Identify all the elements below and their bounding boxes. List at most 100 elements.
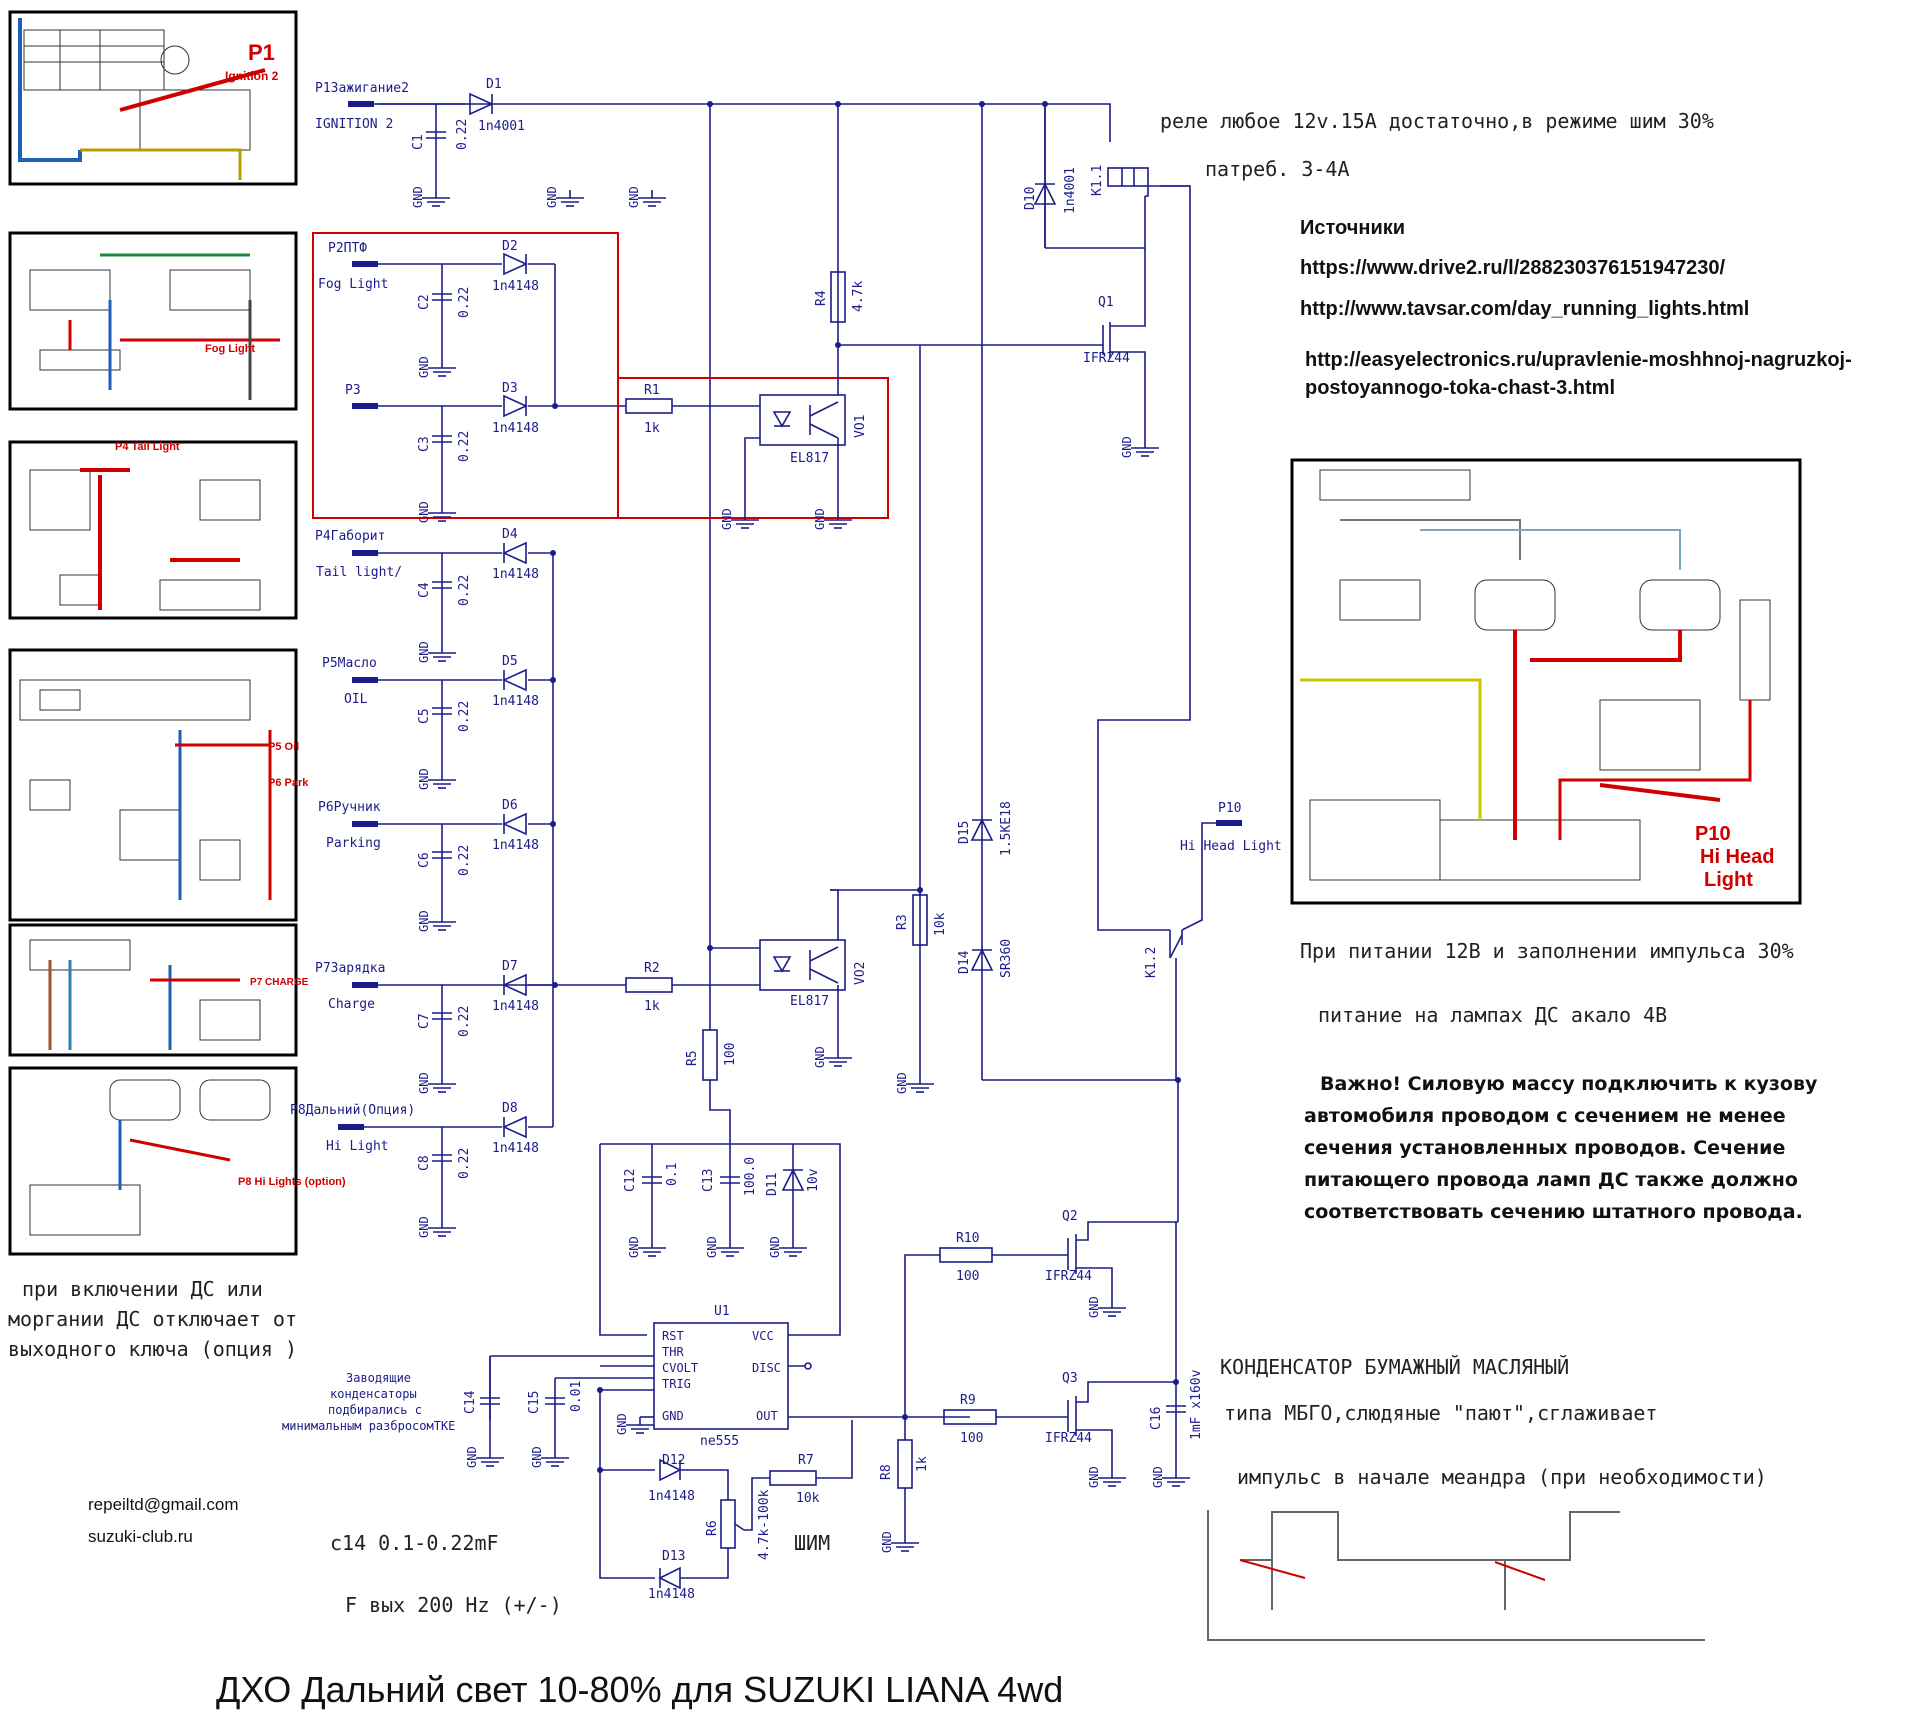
svg-text:U1: U1 bbox=[714, 1304, 730, 1319]
source-link-1[interactable]: https://www.drive2.ru/l/2882303761519472… bbox=[1300, 257, 1726, 279]
thumb-label: P7 CHARGE bbox=[250, 977, 309, 988]
svg-text:подбирались с: подбирались с bbox=[328, 1403, 422, 1417]
svg-text:D5: D5 bbox=[502, 654, 518, 669]
svg-text:EL817: EL817 bbox=[790, 994, 829, 1009]
relay-note-1: реле любое 12v.15A достаточно,в режиме ш… bbox=[1160, 109, 1714, 133]
svg-text:THR: THR bbox=[662, 1345, 684, 1359]
fog-group-highlight bbox=[312, 232, 619, 519]
svg-text:1mF x160v: 1mF x160v bbox=[1189, 1369, 1204, 1440]
junction-dot bbox=[550, 821, 556, 827]
svg-text:0.22: 0.22 bbox=[457, 575, 472, 606]
svg-text:при включении ДС или: при включении ДС или bbox=[22, 1277, 263, 1301]
ground-label: GND bbox=[545, 186, 559, 208]
ground-symbol: GND bbox=[417, 1072, 456, 1094]
inset-label-light: Light bbox=[1704, 869, 1753, 891]
thumbnail-hi-lights: P8 Hi Lights (option) bbox=[8, 1066, 346, 1256]
svg-text:1n4148: 1n4148 bbox=[492, 421, 539, 436]
ground-label: GND bbox=[417, 768, 431, 790]
contact-site[interactable]: suzuki-club.ru bbox=[88, 1527, 193, 1546]
contact-email[interactable]: repeiltd@gmail.com bbox=[88, 1495, 238, 1514]
ground-label: GND bbox=[895, 1072, 909, 1094]
r5-resistor: R5 100 bbox=[685, 1029, 738, 1081]
ground-symbol: GND bbox=[615, 1413, 654, 1435]
ground-symbol: GND bbox=[1087, 1466, 1126, 1488]
c14-note: c14 0.1-0.22mF bbox=[330, 1531, 499, 1555]
svg-text:4.7k: 4.7k bbox=[851, 281, 866, 312]
source-link-3b[interactable]: postoyannogo-toka-chast-3.html bbox=[1305, 377, 1615, 399]
junction-dot bbox=[552, 982, 558, 988]
source-link-2[interactable]: http://www.tavsar.com/day_running_lights… bbox=[1300, 298, 1749, 320]
ground-symbol: GND bbox=[417, 356, 456, 378]
inset-label-p10: P10 bbox=[1695, 823, 1731, 845]
p10-hi-head-light: P10 Hi Head Light bbox=[1180, 801, 1282, 931]
svg-text:R8: R8 bbox=[879, 1464, 894, 1480]
ground-label: GND bbox=[530, 1446, 544, 1468]
d10-diode: D10 1n4001 bbox=[1023, 104, 1146, 249]
ground-symbols: GND GND GND GND GND GND GND GND GND GND GND GND GND G… bbox=[411, 186, 1190, 1553]
svg-text:P5Масло: P5Масло bbox=[322, 656, 377, 671]
svg-text:0.22: 0.22 bbox=[457, 1006, 472, 1037]
svg-text:0.22: 0.22 bbox=[457, 431, 472, 462]
ground-label: GND bbox=[1120, 436, 1134, 458]
svg-text:автомобиля проводом с сечением: автомобиля проводом с сечением не менее bbox=[1304, 1105, 1786, 1127]
thumb-label: P5 Oil bbox=[268, 741, 299, 753]
ground-label: GND bbox=[417, 1216, 431, 1238]
ground-label: GND bbox=[411, 186, 425, 208]
junction-dot bbox=[552, 403, 558, 409]
ground-label: GND bbox=[813, 1046, 827, 1068]
cap-select-note: Заводящие конденсаторы подбирались с мин… bbox=[282, 1371, 455, 1433]
svg-text:0.22: 0.22 bbox=[457, 701, 472, 732]
svg-text:C5: C5 bbox=[417, 708, 432, 724]
svg-text:C1: C1 bbox=[411, 134, 426, 150]
svg-text:0.22: 0.22 bbox=[457, 845, 472, 876]
svg-text:R5: R5 bbox=[685, 1050, 700, 1066]
svg-text:R1: R1 bbox=[644, 383, 660, 398]
ground-label: GND bbox=[465, 1446, 479, 1468]
svg-text:1.5KE18: 1.5KE18 bbox=[999, 801, 1014, 856]
svg-text:R6: R6 bbox=[705, 1520, 720, 1536]
junction-dot bbox=[550, 677, 556, 683]
svg-text:VO2: VO2 bbox=[853, 962, 868, 985]
svg-text:P4Габорит: P4Габорит bbox=[315, 529, 385, 544]
svg-text:EL817: EL817 bbox=[790, 451, 829, 466]
svg-text:P10: P10 bbox=[1218, 801, 1241, 816]
ground-label: GND bbox=[417, 910, 431, 932]
junction-dot bbox=[597, 1467, 603, 1473]
r1-resistor: R1 1k bbox=[625, 383, 760, 436]
svg-text:0.01: 0.01 bbox=[569, 1381, 584, 1412]
junction-dot bbox=[917, 887, 923, 893]
ground-label: GND bbox=[417, 356, 431, 378]
junction-dot bbox=[707, 101, 713, 107]
ground-symbol: GND bbox=[720, 508, 759, 530]
k1-relay-contact: K1.2 bbox=[1144, 930, 1183, 1080]
svg-text:Hi Light: Hi Light bbox=[326, 1139, 389, 1154]
junction-dot bbox=[1173, 1379, 1179, 1385]
svg-text:R10: R10 bbox=[956, 1231, 979, 1246]
svg-text:Hi Head Light: Hi Head Light bbox=[1180, 839, 1282, 854]
r3-resistor: R3 10k bbox=[895, 894, 948, 946]
input-p4: P4Габорит Tail light/ D4 1n4148 C4 0.22 bbox=[315, 527, 553, 645]
ground-symbol: GND bbox=[880, 1531, 919, 1553]
ground-symbol: GND bbox=[1151, 1466, 1190, 1488]
ground-symbol: GND bbox=[411, 186, 450, 208]
ground-symbol: GND bbox=[417, 910, 456, 932]
svg-text:1n4148: 1n4148 bbox=[492, 567, 539, 582]
thumb-sublabel: P6 Park bbox=[268, 777, 309, 789]
ground-label: GND bbox=[417, 501, 431, 523]
ground-label: GND bbox=[627, 186, 641, 208]
svg-text:1n4001: 1n4001 bbox=[1063, 167, 1078, 214]
svg-text:VCC: VCC bbox=[752, 1329, 774, 1343]
inset-label-hi-head: Hi Head bbox=[1700, 846, 1774, 868]
input-p8: P8Дальний(Опция) Hi Light D8 1n4148 C8 0… bbox=[290, 1101, 553, 1220]
q3-mosfet: Q3 IFRZ44 bbox=[1045, 1371, 1176, 1470]
ground-symbol: GND bbox=[417, 641, 456, 663]
svg-text:D8: D8 bbox=[502, 1101, 518, 1116]
r7-resistor: R7 10k bbox=[769, 1420, 853, 1506]
capacitor-note-1: КОНДЕНСАТОР БУМАЖНЫЙ МАСЛЯНЫЙ bbox=[1220, 1355, 1569, 1379]
ground-label: GND bbox=[615, 1413, 629, 1435]
vcc-bus bbox=[378, 103, 1111, 142]
ground-label: GND bbox=[768, 1236, 782, 1258]
svg-text:1n4148: 1n4148 bbox=[648, 1489, 695, 1504]
source-link-3a[interactable]: http://easyelectronics.ru/upravlenie-mos… bbox=[1305, 349, 1852, 371]
svg-text:D6: D6 bbox=[502, 798, 518, 813]
